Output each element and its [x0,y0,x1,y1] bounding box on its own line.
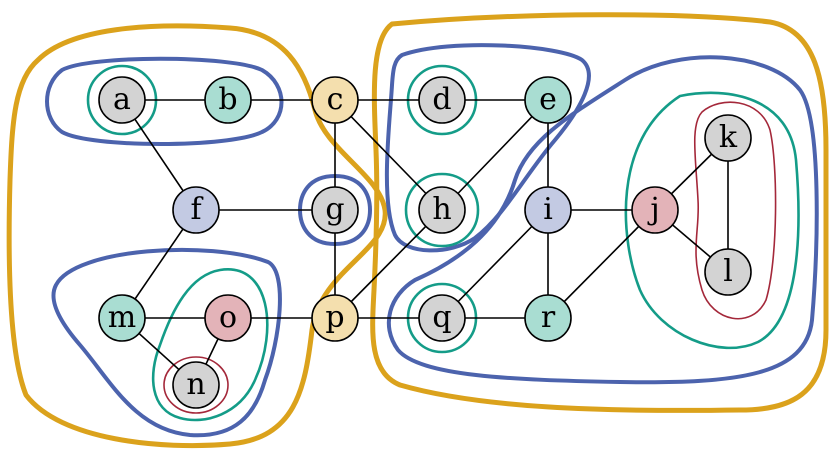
node-label-r: r [541,300,556,335]
edge-i-q [441,209,549,319]
group-outline-red-kl [693,101,777,320]
group-outline-green-jkl [624,91,800,350]
node-circle-a [98,76,146,124]
node-label-f: f [190,192,203,227]
node-circle-l [704,248,752,296]
node-label-q: q [432,300,451,335]
node-circle-k [704,114,752,162]
edge-c-h [334,99,443,211]
node-circle-d [418,76,466,124]
node-o: o [204,294,252,342]
node-label-l: l [723,254,733,289]
node-label-p: p [325,300,344,335]
node-label-b: b [218,82,237,117]
group-outlines [6,12,829,449]
node-circle-i [524,186,572,234]
node-circle-c [311,76,359,124]
node-e: e [524,76,572,124]
node-label-k: k [719,120,738,155]
node-b: b [204,76,252,124]
node-label-h: h [432,192,451,227]
group-outline-blue-ijklqr [387,55,819,385]
group-outline-green-q [406,282,478,354]
node-r: r [524,294,572,342]
node-f: f [172,186,220,234]
node-h: h [418,186,466,234]
node-label-j: j [647,192,659,227]
group-outline-red-n [163,356,229,414]
node-circle-r [524,294,572,342]
group-outline-orange-right [370,12,829,413]
node-k: k [704,114,752,162]
edge-j-r [547,209,656,319]
node-circle-e [524,76,572,124]
node-label-g: g [325,192,344,227]
node-label-d: d [432,82,451,117]
node-label-i: i [543,192,553,227]
node-label-a: a [113,82,131,117]
group-outline-orange-left [6,23,388,449]
node-c: c [311,76,359,124]
node-circle-q [418,294,466,342]
node-i: i [524,186,572,234]
node-circle-j [631,186,679,234]
node-circle-b [204,76,252,124]
node-a: a [98,76,146,124]
node-circle-h [418,186,466,234]
edge-e-h [441,99,549,211]
node-m: m [98,294,146,342]
edge-h-p [334,209,443,319]
node-g: g [311,186,359,234]
node-label-n: n [186,367,205,402]
node-circle-p [311,294,359,342]
node-label-o: o [219,300,237,335]
group-outline-blue-mno [51,247,282,438]
group-outline-green-no [151,268,269,422]
group-outline-green-d [406,64,478,136]
node-circle-g [311,186,359,234]
node-j: j [631,186,679,234]
node-q: q [418,294,466,342]
node-label-m: m [108,300,136,335]
node-circle-m [98,294,146,342]
node-p: p [311,294,359,342]
group-outline-green-h [404,172,480,248]
node-label-c: c [327,82,344,117]
node-l: l [704,248,752,296]
group-outline-green-a [86,64,158,136]
node-d: d [418,76,466,124]
node-circle-o [204,294,252,342]
node-n: n [172,361,220,409]
group-outline-blue-ab [45,56,284,146]
graph-nodes: a b c d e f g h i j k l m no p q r [98,76,752,409]
node-circle-n [172,361,220,409]
node-label-e: e [539,82,557,117]
node-circle-f [172,186,220,234]
